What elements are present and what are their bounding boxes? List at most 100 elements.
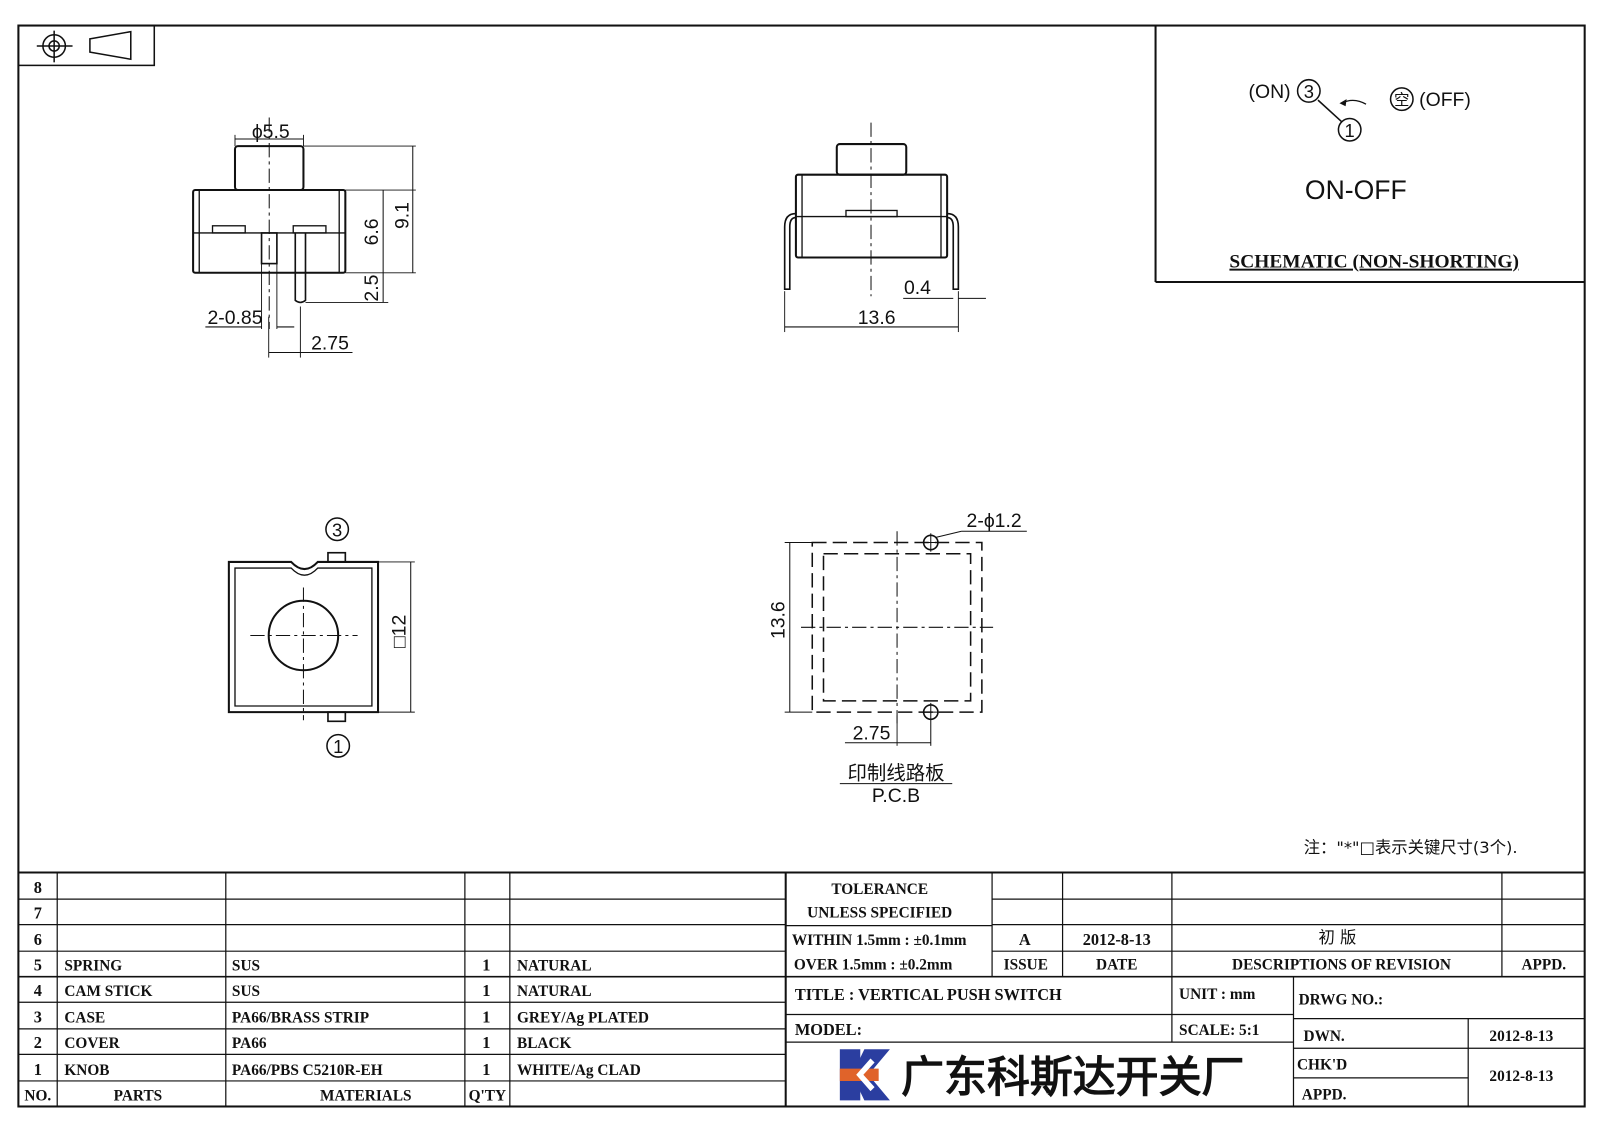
dim-knob-diameter: ϕ5.5	[252, 121, 290, 143]
drawn-label: DWN.	[1304, 1028, 1345, 1045]
part-finish: GREY/Ag PLATED	[517, 1010, 649, 1027]
top-body	[227, 560, 380, 714]
header-parts: PARTS	[114, 1087, 163, 1104]
dim-total-height: 9.1	[392, 202, 414, 229]
pcb-view-labels: 2-ϕ1.2 13.6 2.75 印制线路板 P.C.B	[768, 510, 1022, 807]
side-view-dimensions: 0.4 13.6	[858, 277, 931, 329]
part-material: PA66	[232, 1035, 267, 1052]
issue-label: ISSUE	[1004, 957, 1048, 974]
row-number: 1	[34, 1060, 42, 1079]
dim-pin-length: 2.5	[361, 275, 383, 302]
part-qty: 1	[482, 1008, 490, 1027]
scale-label: SCALE: 5:1	[1179, 1022, 1259, 1039]
company-name: 广东科斯达开关厂	[901, 1053, 1244, 1103]
part-name: KNOB	[64, 1062, 109, 1079]
checked-date: 2012-8-13	[1489, 1068, 1553, 1085]
part-material: SUS	[232, 983, 260, 1000]
approved-label: APPD.	[1521, 957, 1566, 974]
parts-row: 6	[34, 930, 42, 949]
model-label: MODEL:	[795, 1020, 862, 1039]
header-materials: MATERIALS	[320, 1087, 412, 1104]
revision-date: 2012-8-13	[1083, 930, 1151, 949]
parts-row: 7	[34, 903, 42, 922]
part-finish: NATURAL	[517, 983, 592, 1000]
front-pin-right	[294, 232, 307, 304]
top-pin1-tab	[327, 711, 347, 723]
front-view-dimensions: ϕ5.5 6.6 9.1 2.5 2-0.85 2.75	[207, 121, 413, 354]
header-no: NO.	[24, 1087, 51, 1104]
schematic-title: SCHEMATIC (NON-SHORTING)	[1229, 252, 1519, 273]
company-logo-icon	[836, 1049, 892, 1101]
tolerance-heading: TOLERANCE	[831, 881, 928, 898]
schematic-pin-empty: 空	[1394, 91, 1409, 109]
row-number: 8	[34, 878, 42, 897]
row-number: 7	[34, 903, 42, 922]
part-name: CAM STICK	[64, 983, 152, 1000]
dim-hole-diameter: 2-ϕ1.2	[967, 510, 1022, 532]
parts-row: 1 KNOB PA66/PBS C5210R-EH 1 WHITE/Ag CLA…	[34, 1060, 641, 1079]
side-view	[783, 122, 986, 333]
row-number: 2	[34, 1033, 42, 1052]
checked-label: CHK'D	[1297, 1057, 1347, 1074]
parts-row: 5 SPRING SUS 1 NATURAL	[34, 956, 592, 975]
parts-table: 8 7 6 5 SPRING SUS 1 NATURAL 4 CAM STICK…	[24, 878, 649, 1104]
side-pin-left	[783, 212, 796, 290]
key-dimension-note: 注："*"□表示关键尺寸(3个).	[1304, 838, 1518, 857]
tolerance-within: WITHIN 1.5mm : ±0.1mm	[792, 932, 967, 949]
arrow-head-icon	[1339, 99, 1347, 107]
pcb-view	[784, 530, 1027, 785]
description-label: DESCRIPTIONS OF REVISION	[1232, 957, 1451, 974]
parts-table-header: NO. PARTS MATERIALS Q'TY	[24, 1087, 506, 1104]
row-number: 5	[34, 956, 42, 975]
schematic-panel: (ON) 3 1 空 (OFF) ON-OFF SCHEMATIC (NON-S…	[1154, 25, 1585, 284]
tolerance-over: OVER 1.5mm : ±0.2mm	[794, 957, 953, 974]
switch-mode: ON-OFF	[1305, 175, 1407, 205]
pcb-label-english: P.C.B	[872, 785, 920, 807]
part-material: SUS	[232, 958, 260, 975]
row-number: 3	[34, 1008, 42, 1027]
pin3-circle-icon	[1296, 78, 1321, 103]
projection-symbol-icon	[17, 24, 156, 67]
revision-description: 初 版	[1318, 928, 1356, 947]
top-pin3-tab	[327, 551, 347, 563]
top-pin1-number: 1	[333, 736, 343, 757]
top-view	[227, 517, 415, 758]
dim-pin-pitch: 2.75	[311, 332, 349, 354]
part-name: CASE	[64, 1010, 105, 1027]
part-name: COVER	[64, 1035, 120, 1052]
dim-pcb-offset: 2.75	[853, 723, 891, 745]
approved-row-label: APPD.	[1302, 1086, 1347, 1103]
part-qty: 1	[482, 981, 490, 1000]
schematic-on-label: (ON)	[1249, 81, 1291, 103]
part-material: PA66/BRASS STRIP	[232, 1010, 369, 1027]
part-finish: NATURAL	[517, 958, 592, 975]
parts-row: 3 CASE PA66/BRASS STRIP 1 GREY/Ag PLATED	[34, 1008, 649, 1027]
pin1-marker-icon	[326, 733, 351, 758]
top-pin3-number: 3	[332, 519, 342, 540]
dim-body-height: 6.6	[361, 218, 383, 245]
drawn-date: 2012-8-13	[1489, 1028, 1553, 1045]
front-view	[192, 117, 416, 358]
pcb-label-chinese: 印制线路板	[848, 762, 945, 785]
parts-row: 2 COVER PA66 1 BLACK	[34, 1033, 572, 1052]
top-view-labels: 3 1 □12	[332, 519, 411, 757]
header-qty: Q'TY	[469, 1087, 506, 1104]
title-block-lines	[18, 871, 1585, 1107]
unit-label: UNIT : mm	[1179, 986, 1256, 1003]
schematic-pin-on: 3	[1304, 81, 1314, 102]
part-qty: 1	[482, 1060, 490, 1079]
part-name: SPRING	[64, 958, 122, 975]
parts-row: 8	[34, 878, 42, 897]
switch-contact-line	[1317, 99, 1343, 123]
part-finish: BLACK	[517, 1035, 572, 1052]
drawing-border	[17, 24, 1586, 1108]
revision-issue: A	[1019, 930, 1031, 949]
tolerance-subheading: UNLESS SPECIFIED	[807, 904, 952, 921]
drawing-title: TITLE : VERTICAL PUSH SWITCH	[795, 985, 1062, 1004]
pcb-inner-outline	[822, 552, 972, 702]
side-pin-right	[947, 212, 960, 290]
pin-empty-circle-icon	[1389, 87, 1414, 112]
part-qty: 1	[482, 1033, 490, 1052]
dim-pcb-height: 13.6	[768, 601, 790, 639]
